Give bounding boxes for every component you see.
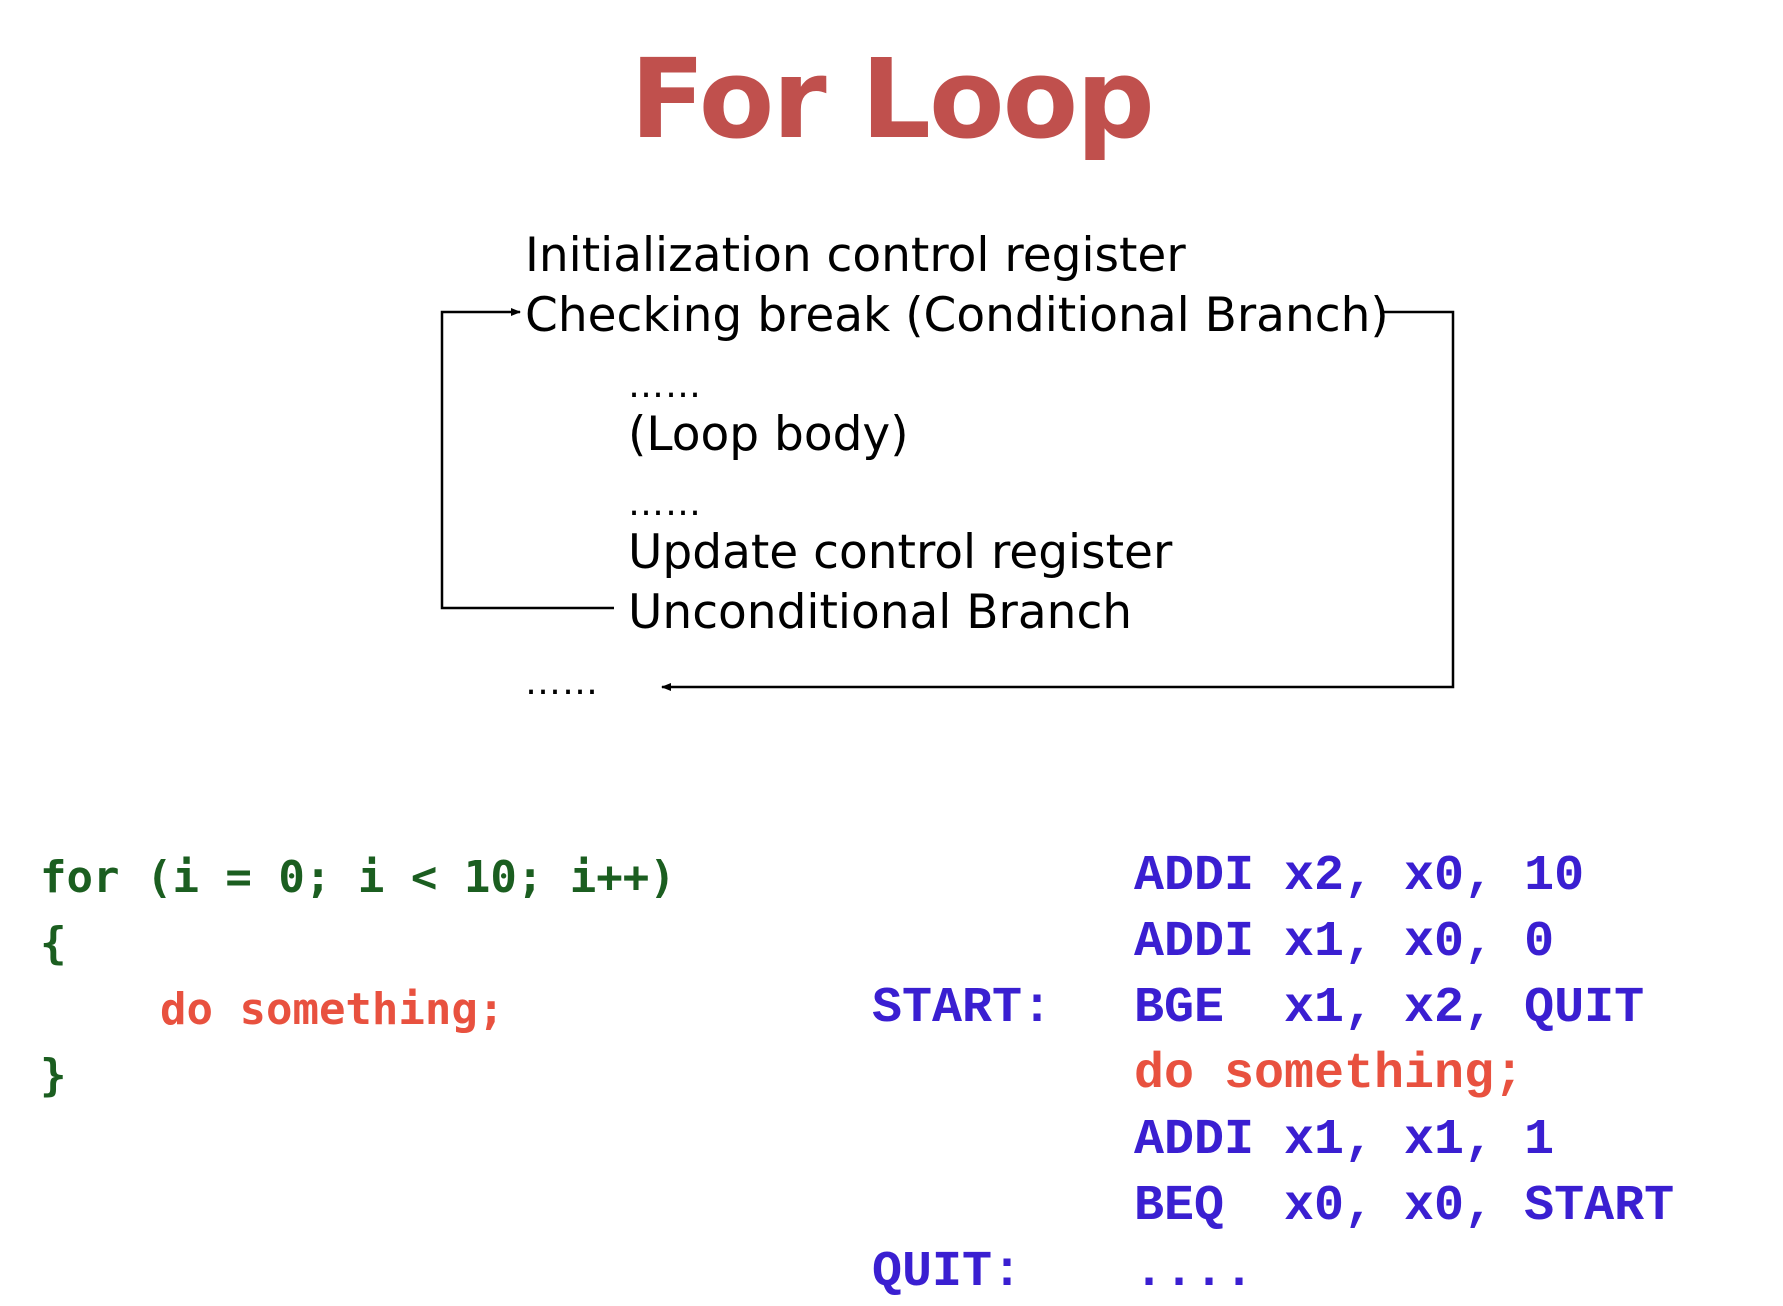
body-ellipsis-bottom: ……	[628, 483, 702, 524]
init-step: Initialization control register	[525, 228, 1186, 283]
loop-body-step: (Loop body)	[628, 407, 909, 462]
unconditional-step: Unconditional Branch	[628, 585, 1133, 640]
asm-line: BEQ x0, x0, START	[1134, 1178, 1675, 1235]
asm-label-start: START:	[872, 980, 1053, 1037]
update-step: Update control register	[628, 525, 1173, 580]
c-code-close-brace: }	[40, 1050, 67, 1101]
asm-label-quit: QUIT:	[872, 1244, 1023, 1301]
c-code-for-line: for (i = 0; i < 10; i++)	[40, 852, 676, 903]
check-step: Checking break (Conditional Branch)	[525, 288, 1389, 343]
c-code-body: do something;	[160, 984, 505, 1035]
asm-line-body: do something;	[1134, 1046, 1525, 1103]
loop-back-arrow	[440, 308, 614, 610]
asm-line: ADDI x2, x0, 10	[1134, 848, 1585, 905]
asm-line: BGE x1, x2, QUIT	[1134, 980, 1645, 1037]
c-code-open-brace: {	[40, 918, 67, 969]
asm-line-ellipsis: ....	[1134, 1244, 1255, 1301]
asm-line: ADDI x1, x0, 0	[1134, 914, 1555, 971]
after-loop-ellipsis: ……	[525, 662, 599, 703]
page-title: For Loop	[630, 35, 1155, 163]
asm-line: ADDI x1, x1, 1	[1134, 1112, 1555, 1169]
body-ellipsis-top: ……	[628, 365, 702, 406]
